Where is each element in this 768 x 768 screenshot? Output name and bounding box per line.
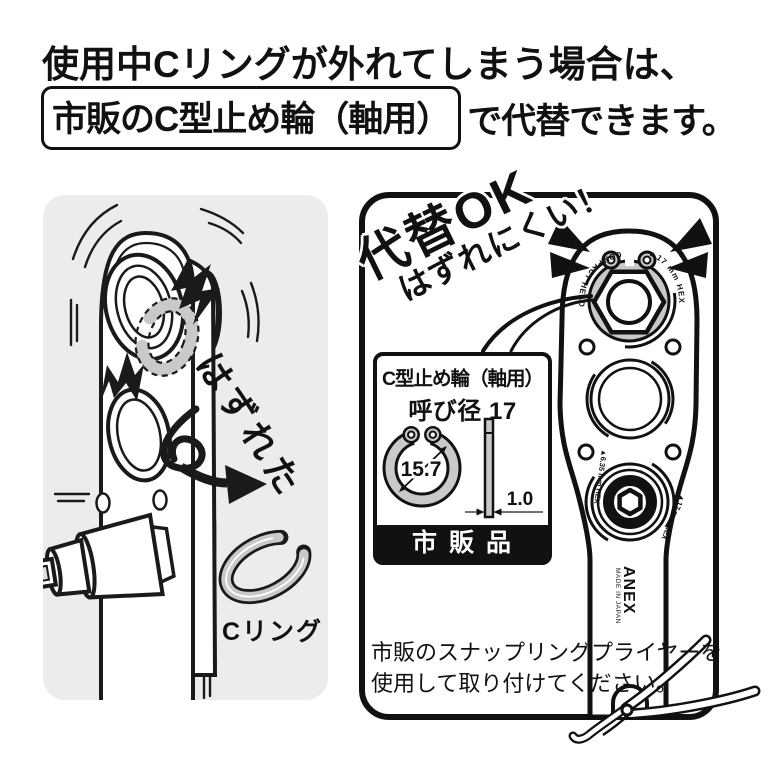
fallen-c-ring <box>218 529 312 605</box>
spec-box-footer: 市販品 <box>377 525 548 561</box>
install-note-line2: 使用して取り付けてください。 <box>371 671 678 696</box>
snap-ring-ear-hole <box>642 255 652 265</box>
shock-zigzag-marks <box>100 257 220 403</box>
c-ring-label: Cリング <box>222 618 324 646</box>
top-ring-opening <box>102 252 186 362</box>
thickness-value: 1.0 <box>507 489 533 510</box>
fell-off-arrow <box>160 405 267 504</box>
snap-ring-pliers <box>568 634 761 744</box>
middle-round-opening <box>589 358 671 440</box>
ratchet-failure-illustration <box>43 203 312 700</box>
spec-box-title: C型止め輪（軸用） <box>381 368 544 390</box>
middle-ring-opening <box>106 387 172 483</box>
page-title-line2: 市販のC型止め輪（軸用） で代替できます。 <box>41 86 737 150</box>
callout-leader-lines <box>481 294 594 353</box>
title-rest-phrase: で代替できます。 <box>467 101 737 141</box>
title-boxed-phrase: 市販のC型止め輪（軸用） <box>41 86 462 150</box>
made-in-japan-label: MADE IN JAPAN <box>614 568 621 624</box>
ratchet-tool: COMPACT HEAD ▲17 mm HEX ▲6.35 mm HEX ▲17… <box>557 228 700 720</box>
spec-box: C型止め輪（軸用） 呼び径 17 15.7 1.0 市販品 <box>373 352 552 565</box>
inner-diameter-value: 15.7 <box>401 458 442 481</box>
top-hex-opening-with-snap-ring <box>587 250 671 343</box>
page-title-line1: 使用中Cリングが外れてしまう場合は、 <box>42 44 697 85</box>
pin-holes <box>577 338 682 461</box>
face-holes <box>95 489 168 514</box>
install-note-line1: 市販のスナップリングプライヤーを <box>371 640 723 665</box>
popping-c-ring <box>134 297 200 377</box>
snap-ring-diagram: 15.7 1.0 <box>382 417 543 519</box>
ring-side-view <box>483 417 495 519</box>
attention-arrows <box>548 218 712 278</box>
lower-hex-opening <box>590 462 670 542</box>
failure-illustration-panel <box>43 195 328 700</box>
spec-box-size: 呼び径 17 <box>408 398 517 425</box>
attached-socket <box>43 512 176 600</box>
snap-ring-ear-hole <box>606 255 616 265</box>
diameter-arrow <box>400 447 446 491</box>
brand-logo: ANEX <box>620 566 637 614</box>
pliers-pivot <box>620 703 634 717</box>
install-note: 市販のスナップリングプライヤーを 使用して取り付けてください。 <box>371 637 722 699</box>
